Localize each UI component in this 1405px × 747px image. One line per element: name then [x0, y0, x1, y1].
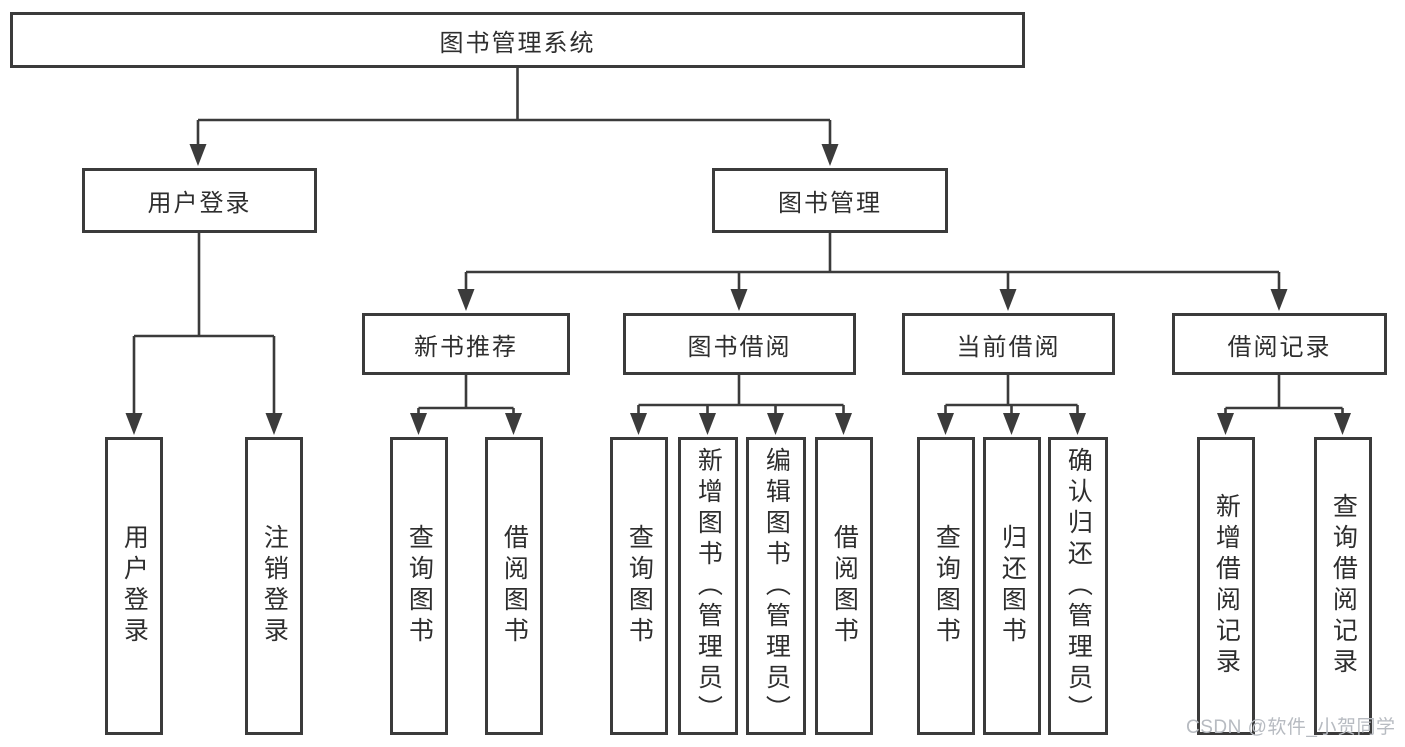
arrowhead-icon — [1270, 289, 1288, 311]
node-label: 图书管理系统 — [439, 29, 596, 57]
arrowhead-icon — [1069, 413, 1086, 435]
leaf-logout-login: 注销登录 — [245, 437, 303, 735]
arrowhead-icon — [821, 144, 839, 166]
arrowhead-icon — [699, 413, 716, 435]
node-library-system: 图书管理系统 — [10, 12, 1025, 68]
node-label: 借阅图书 — [830, 524, 859, 648]
arrowhead-icon — [1003, 413, 1020, 435]
node-label: 查询图书 — [405, 524, 434, 648]
node-label: 用户登录 — [120, 524, 149, 648]
arrowhead-icon — [189, 144, 207, 166]
leaf-borrow-books-newbook: 借阅图书 — [485, 437, 543, 735]
node-label: 查询图书 — [932, 524, 961, 648]
node-label: 新书推荐 — [414, 333, 518, 361]
node-label: 新增借阅记录 — [1212, 493, 1241, 679]
leaf-add-borrow-record: 新增借阅记录 — [1197, 437, 1255, 735]
leaf-edit-books-admin: 编辑图书（管理员） — [746, 437, 806, 735]
node-label: 注销登录 — [260, 524, 289, 648]
leaf-user-login: 用户登录 — [105, 437, 163, 735]
connector-current-borrow-to-leaves — [944, 375, 1079, 415]
node-label: 编辑图书（管理员） — [762, 446, 791, 726]
node-borrowing-records: 借阅记录 — [1172, 313, 1387, 375]
node-label: 借阅记录 — [1227, 333, 1332, 361]
arrowhead-icon — [767, 413, 784, 435]
leaf-query-books-newbook: 查询图书 — [390, 437, 448, 735]
arrowhead-icon — [835, 413, 852, 435]
arrowhead-icon — [265, 413, 283, 435]
node-label: 归还图书 — [998, 524, 1027, 648]
node-book-management: 图书管理 — [712, 168, 948, 233]
arrowhead-icon — [1334, 413, 1351, 435]
arrowhead-icon — [999, 289, 1017, 311]
node-label: 确认归还（管理员） — [1064, 446, 1093, 726]
node-current-borrowing: 当前借阅 — [902, 313, 1115, 375]
arrowhead-icon — [125, 413, 143, 435]
leaf-query-borrow-record: 查询借阅记录 — [1314, 437, 1372, 735]
connector-new-book-to-leaves — [417, 375, 515, 415]
node-new-book-recommend: 新书推荐 — [362, 313, 570, 375]
arrowhead-icon — [937, 413, 954, 435]
arrowhead-icon — [457, 289, 475, 311]
arrowhead-icon — [410, 413, 427, 435]
node-label: 查询图书 — [625, 524, 654, 648]
arrowhead-icon — [630, 413, 647, 435]
connector-borrow-record-to-leaves — [1224, 375, 1344, 415]
leaf-return-books: 归还图书 — [983, 437, 1041, 735]
connector-user-login-to-leaves — [132, 233, 276, 415]
leaf-borrow-books-borrowing: 借阅图书 — [815, 437, 873, 735]
connector-book-borrow-to-leaves — [637, 375, 845, 415]
node-label: 新增图书（管理员） — [694, 446, 723, 726]
arrowhead-icon — [505, 413, 522, 435]
connector-book-mgmt-to-level3 — [464, 233, 1281, 291]
node-label: 当前借阅 — [956, 333, 1061, 361]
node-label: 查询借阅记录 — [1329, 493, 1358, 679]
connector-root-to-level2 — [196, 68, 832, 146]
node-label: 借阅图书 — [500, 524, 529, 648]
node-label: 图书借阅 — [687, 333, 792, 361]
node-user-login: 用户登录 — [82, 168, 317, 233]
node-label: 图书管理 — [778, 190, 882, 217]
watermark: CSDN @软件_小贺同学 — [1186, 717, 1396, 738]
node-label: 用户登录 — [147, 190, 252, 217]
node-book-borrowing: 图书借阅 — [623, 313, 856, 375]
leaf-query-books-current: 查询图书 — [917, 437, 975, 735]
arrowhead-icon — [1217, 413, 1234, 435]
arrowhead-icon — [730, 289, 748, 311]
leaf-query-books-borrowing: 查询图书 — [610, 437, 668, 735]
leaf-add-books-admin: 新增图书（管理员） — [678, 437, 738, 735]
leaf-confirm-return-admin: 确认归还（管理员） — [1048, 437, 1108, 735]
